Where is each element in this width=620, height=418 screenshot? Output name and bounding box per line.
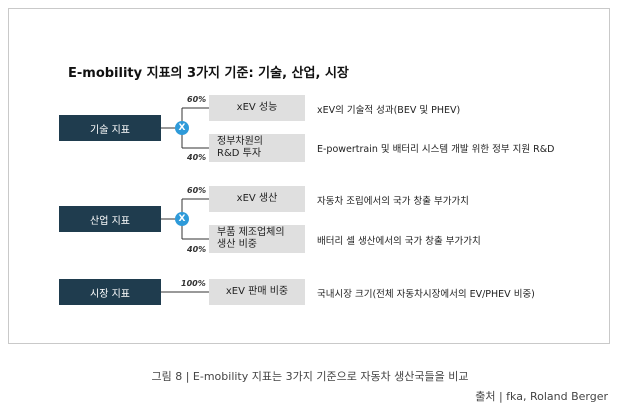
sub-indicator-xev-production: xEV 생산 xyxy=(209,186,305,212)
weight-label: 40% xyxy=(187,245,207,254)
cross-icon: X xyxy=(175,121,189,135)
weight-label: 40% xyxy=(187,153,207,162)
figure-caption: 그림 8 | E-mobility 지표는 3가지 기준으로 자동차 생산국들을… xyxy=(151,370,469,383)
diagram-title: E-mobility 지표의 3가지 기준: 기술, 산업, 시장 xyxy=(68,66,349,81)
figure-source: 출처 | fka, Roland Berger xyxy=(475,390,608,403)
description: 자동차 조립에서의 국가 창출 부가가치 xyxy=(317,196,469,207)
category-tech: 기술 지표 xyxy=(59,115,161,141)
weight-label: 100% xyxy=(181,279,206,288)
sub-indicator-parts-share: 부품 제조업체의 생산 비중 xyxy=(209,225,305,253)
cross-icon: X xyxy=(175,212,189,226)
weight-label: 60% xyxy=(187,95,207,104)
sub-indicator-xev-sales-share: xEV 판매 비중 xyxy=(209,279,305,305)
description: xEV의 기술적 성과(BEV 및 PHEV) xyxy=(317,105,461,116)
sub-indicator-xev-performance: xEV 성능 xyxy=(209,95,305,121)
description: 배터리 셀 생산에서의 국가 창출 부가가치 xyxy=(317,236,481,247)
description: E-powertrain 및 배터리 시스템 개발 위한 정부 지원 R&D xyxy=(317,144,555,155)
category-market: 시장 지표 xyxy=(59,279,161,305)
weight-label: 60% xyxy=(187,186,207,195)
category-industry: 산업 지표 xyxy=(59,206,161,232)
description: 국내시장 크기(전체 자동차시장에서의 EV/PHEV 비중) xyxy=(317,289,535,300)
sub-indicator-rnd-investment: 정부차원의 R&D 투자 xyxy=(209,134,305,162)
